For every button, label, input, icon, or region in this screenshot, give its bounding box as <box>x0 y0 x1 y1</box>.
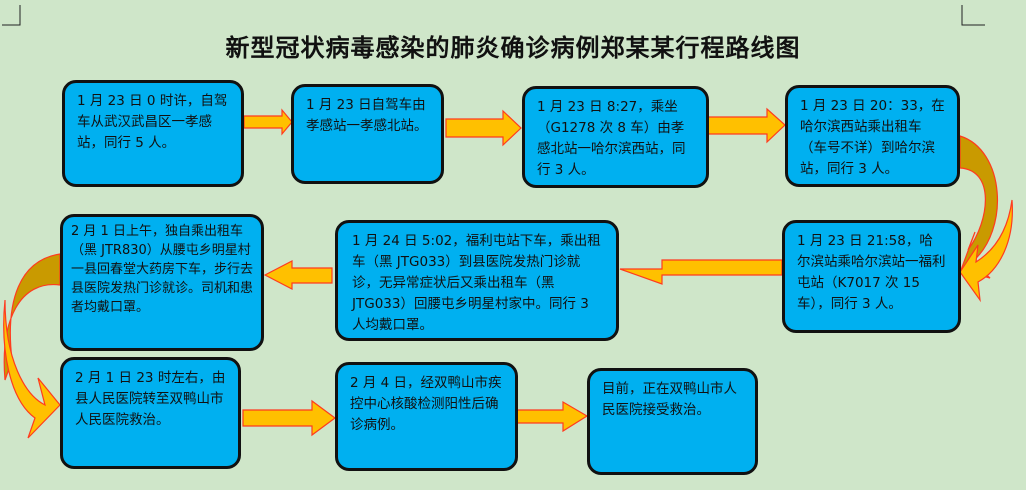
step-box-2: 1 月 23 日自驾车由孝感站一孝感北站。 <box>291 84 444 184</box>
page-title: 新型冠状病毒感染的肺炎确诊病例郑某某行程路线图 <box>225 33 801 62</box>
arrow-right-3-4 <box>707 107 786 144</box>
step-box-8: 2 月 1 日 23 时左右，由县人民医院转至双鸭山市人民医院救治。 <box>60 357 241 469</box>
step-text: 1 月 23 日自驾车由孝感站一孝感北站。 <box>306 97 428 134</box>
step-text: 1 月 23 日 8:27，乘坐（G1278 次 8 车）由孝感北站一哈尔滨西站… <box>537 99 686 178</box>
arrow-right-9-10 <box>516 400 589 433</box>
corner-mark-left <box>2 5 21 26</box>
arrow-right-8-9 <box>242 399 337 437</box>
step-box-3: 1 月 23 日 8:27，乘坐（G1278 次 8 车）由孝感北站一哈尔滨西站… <box>522 86 709 188</box>
step-text: 1 月 23 日 21:58，哈尔滨站乘哈尔滨站一福利屯站（K7017 次 15… <box>797 233 946 312</box>
step-box-7: 2 月 1 日上午，独自乘出租车（黑 JTR830）从腰屯乡明星村一县回春堂大药… <box>60 214 264 351</box>
step-text: 2 月 1 日上午，独自乘出租车（黑 JTR830）从腰屯乡明星村一县回春堂大药… <box>71 224 254 315</box>
step-box-5: 1 月 23 日 21:58，哈尔滨站乘哈尔滨站一福利屯站（K7017 次 15… <box>782 220 961 333</box>
step-box-10: 目前，正在双鸭山市人民医院接受救治。 <box>587 368 758 475</box>
arrow-right-1-2 <box>243 108 293 136</box>
step-text: 1 月 23 日 0 时许，自驾车从武汉武昌区一孝感站，同行 5 人。 <box>77 93 228 151</box>
step-box-4: 1 月 23 日 20：33，在哈尔滨西站乘出租车（车号不详）到哈尔滨站，同行 … <box>785 85 960 187</box>
step-text: 2 月 1 日 23 时左右，由县人民医院转至双鸭山市人民医院救治。 <box>75 370 226 428</box>
step-text: 2 月 4 日，经双鸭山市疾控中心核酸检测阳性后确诊病例。 <box>350 375 502 433</box>
step-box-1: 1 月 23 日 0 时许，自驾车从武汉武昌区一孝感站，同行 5 人。 <box>62 80 244 187</box>
curved-arrow-4-5-head <box>959 199 1013 303</box>
curved-arrow-7-8-head <box>3 299 61 439</box>
corner-mark-right <box>961 5 985 26</box>
curved-arrow-7-8 <box>3 253 61 381</box>
step-text: 1 月 24 日 5:02，福利屯站下车，乘出租车（黑 JTG033）到县医院发… <box>352 233 601 333</box>
step-box-9: 2 月 4 日，经双鸭山市疾控中心核酸检测阳性后确诊病例。 <box>335 362 518 471</box>
arrow-left-5-6 <box>619 259 783 285</box>
step-text: 1 月 23 日 20：33，在哈尔滨西站乘出租车（车号不详）到哈尔滨站，同行 … <box>800 98 945 177</box>
arrow-left-6-7 <box>263 260 333 290</box>
step-text: 目前，正在双鸭山市人民医院接受救治。 <box>602 381 737 418</box>
arrow-right-2-3 <box>445 109 522 147</box>
step-box-6: 1 月 24 日 5:02，福利屯站下车，乘出租车（黑 JTG033）到县医院发… <box>335 220 619 341</box>
